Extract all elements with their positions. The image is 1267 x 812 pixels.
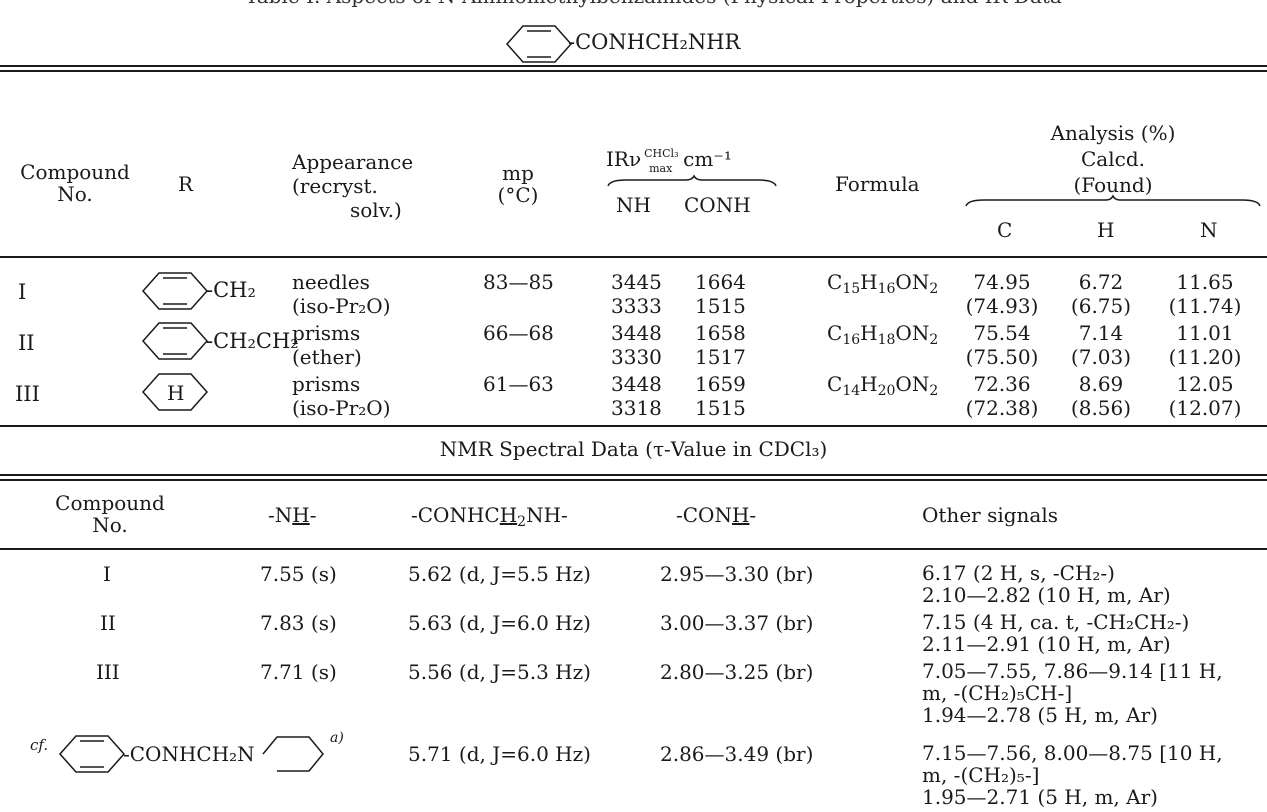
row-I-mp: 83—85 [483,270,554,294]
col-header-appearance: Appearance (recryst. solv.) [292,150,414,222]
col-header-analysis: Analysis (%) Calcd. (Found) [1050,121,1176,197]
row-I-h: 6.72(6.75) [1070,270,1132,318]
row-II-appearance: prisms (ether) [292,321,362,369]
col-header-formula: Formula [835,172,920,196]
col-header-r: R [178,172,194,196]
nmr-row-cf-ch2: 5.71 (d, J=6.0 Hz) [408,742,591,766]
structure-suffix: -CONHCH₂NHR [568,30,741,54]
nmr-header-rule [0,548,1267,550]
col-header-compound: Compound No. [20,160,130,206]
nmr-row-II-nh: 7.83 (s) [260,611,337,635]
nmr-col-header-other: Other signals [922,503,1058,527]
nmr-row-cf-structure-text: -CONHCH₂N [123,742,255,766]
col-header-h: H [1097,218,1115,242]
col-header-n: N [1200,218,1218,242]
row-II-c: 75.54(75.50) [965,321,1039,369]
row-II-mp: 66—68 [483,321,554,345]
nmr-row-I-ch2: 5.62 (d, J=5.5 Hz) [408,562,591,586]
row-II-r: -CH₂CH₂ [206,329,299,353]
nmr-row-III-other: 7.05—7.55, 7.86—9.14 [11 H, m, -(CH₂)₅CH… [922,659,1223,727]
nmr-row-cf-conh: 2.86—3.49 (br) [660,742,814,766]
col-header-ir-conh: CONH [684,193,751,217]
cyclohexyl-structure-icon [141,373,209,411]
row-I-c: 74.95(74.93) [965,270,1039,318]
row-III-n: 12.05(12.07) [1168,372,1242,420]
row-II-h: 7.14(7.03) [1070,321,1132,369]
table1-header-rule [0,256,1267,258]
phenethyl-structure-icon [141,322,209,360]
nmr-row-II-other: 7.15 (4 H, ca. t, -CH₂CH₂-) 2.11—2.91 (1… [922,610,1190,656]
nmr-row-I-other: 6.17 (2 H, s, -CH₂-) 2.10—2.82 (10 H, m,… [922,561,1171,607]
row-I-r: -CH₂ [206,278,256,302]
nmr-row-III-nh: 7.71 (s) [260,660,337,684]
nmr-row-III-no: III [96,660,120,684]
nmr-col-header-nh: -NH- [268,503,317,527]
nmr-title: NMR Spectral Data (τ-Value in CDCl₃) [439,437,828,461]
row-III-mp: 61—63 [483,372,554,396]
nmr-row-cf-label: cf. [30,736,49,754]
nmr-col-header-conh: -CONH- [676,503,757,527]
piperidine-ring-icon [262,736,324,772]
nmr-top-rule-2 [0,479,1267,481]
row-I-formula: C15H16ON2 [827,270,939,297]
row-III-c: 72.36(72.38) [965,372,1039,420]
row-III-no: III [15,382,40,406]
col-header-mp: mp (°C) [497,161,539,207]
row-II-n: 11.01(11.20) [1168,321,1242,369]
row-III-h: 8.69(8.56) [1070,372,1132,420]
row-II-no: II [18,331,35,355]
col-header-c: C [997,218,1013,242]
nmr-row-I-nh: 7.55 (s) [260,562,337,586]
row-I-n: 11.65(11.74) [1168,270,1242,318]
row-III-formula: C14H20ON2 [827,372,939,399]
nmr-row-III-conh: 2.80—3.25 (br) [660,660,814,684]
row-I-appearance: needles (iso-Pr₂O) [292,270,391,318]
nmr-row-I-conh: 2.95—3.30 (br) [660,562,814,586]
row-III-appearance: prisms (iso-Pr₂O) [292,372,391,420]
table1-top-rule-2 [0,70,1267,72]
benzamide-structure-icon [58,735,126,773]
analysis-brace-icon [965,194,1261,207]
nmr-col-header-ch2: -CONHCH2NH- [411,503,568,530]
benzyl-structure-icon [141,272,209,310]
nmr-row-I-no: I [103,562,111,586]
col-header-ir-nh: NH [616,193,651,217]
table1-bottom-rule [0,425,1267,427]
ir-brace-icon [607,174,777,187]
benzene-ring-icon [505,25,573,63]
nmr-row-III-ch2: 5.56 (d, J=5.3 Hz) [408,660,591,684]
row-III-r: H [167,381,185,405]
nmr-row-cf-footnote: a) [330,730,344,746]
table-caption-clipped: Table I. Aspects of N-Aminomethylbenzami… [245,0,1062,8]
table1-top-rule [0,65,1267,67]
row-II-formula: C16H18ON2 [827,321,939,348]
row-I-no: I [18,280,27,304]
nmr-row-II-ch2: 5.63 (d, J=6.0 Hz) [408,611,591,635]
nmr-top-rule [0,474,1267,476]
nmr-col-header-compound: Compound No. [55,491,165,537]
nmr-row-cf-other: 7.15—7.56, 8.00—8.75 [10 H, m, -(CH₂)₅-]… [922,741,1223,809]
nmr-row-II-conh: 3.00—3.37 (br) [660,611,814,635]
nmr-row-II-no: II [100,611,116,635]
